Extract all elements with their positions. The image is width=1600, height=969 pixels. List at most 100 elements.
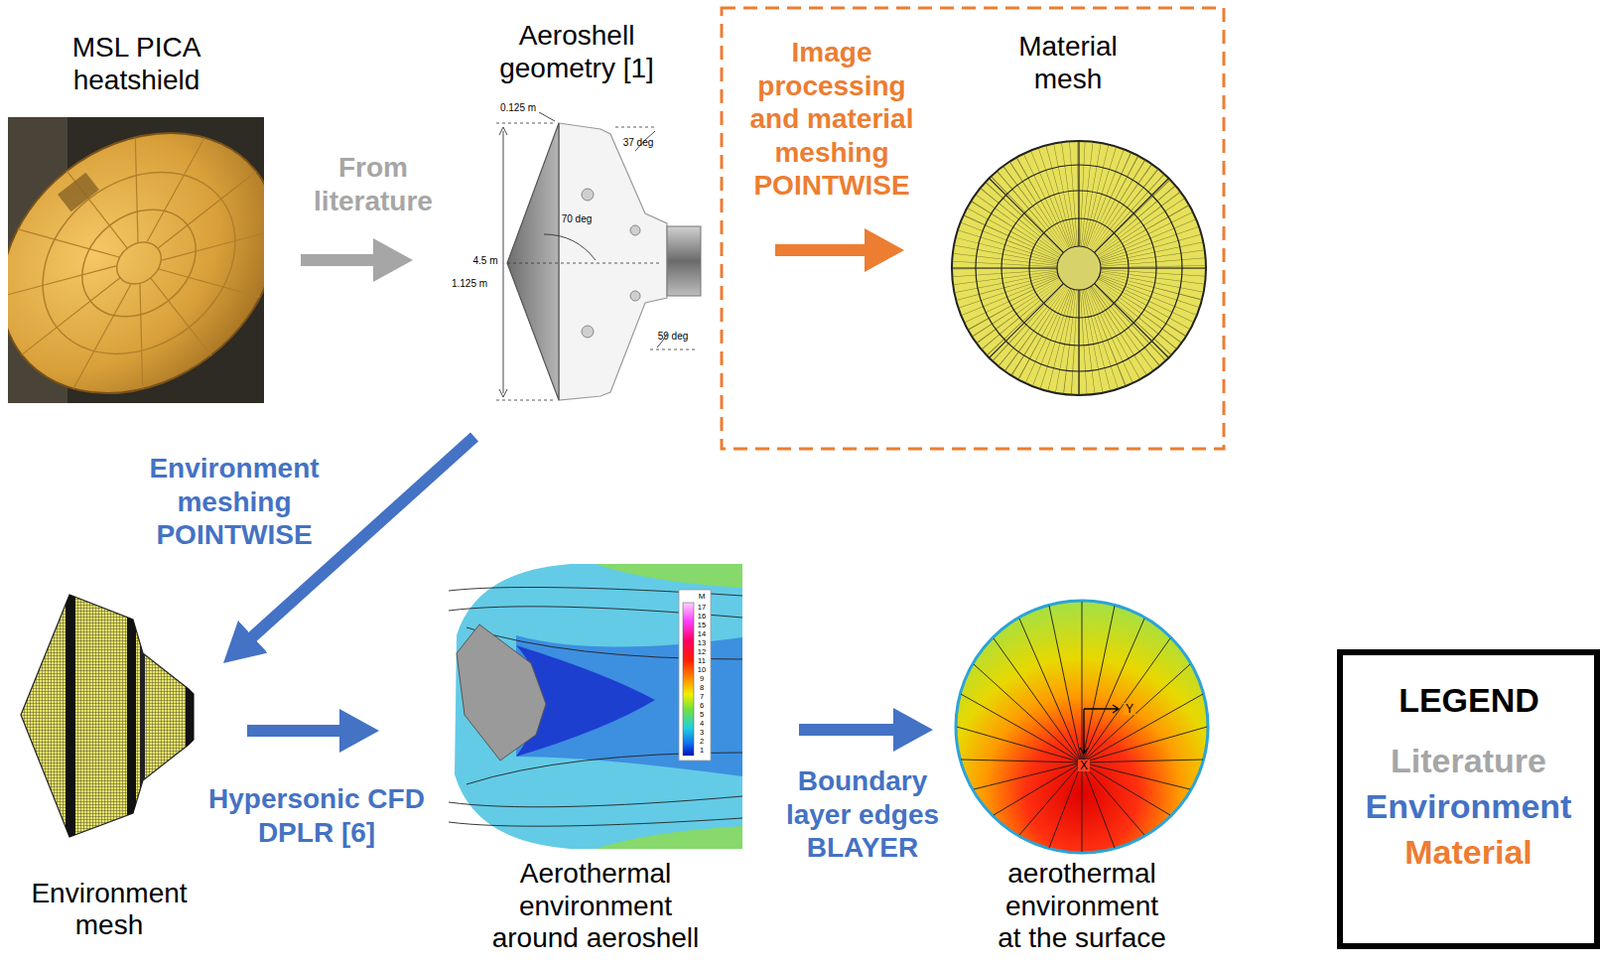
colorbar-tick: 13: [697, 639, 706, 648]
colorbar-title: M: [698, 592, 706, 601]
photo-content: [7, 117, 265, 403]
colorbar-tick: 14: [697, 630, 706, 639]
legend-text: Literature: [1390, 741, 1547, 780]
window: [630, 290, 641, 301]
dimension-label: 0.125 m: [500, 103, 536, 114]
tile-patch: [57, 172, 100, 213]
tile-seams: [7, 117, 265, 403]
mesh-core: [1057, 246, 1101, 290]
arrow-label: From literature: [293, 150, 453, 218]
colorbar: [682, 602, 694, 756]
window: [581, 188, 594, 201]
aeroshell-drawing: [496, 112, 701, 400]
mesh-blocks: [951, 140, 1206, 396]
flow-arrow: [775, 244, 867, 257]
colorbar-tick: 16: [697, 612, 706, 621]
dimension-label: 59 deg: [658, 331, 689, 342]
image-node: Material mesh: [933, 24, 1202, 402]
colorbar-tick: 2: [699, 737, 704, 746]
mesh-band: [127, 605, 136, 824]
heatshield-disc: [7, 117, 265, 403]
cfd-ground: [448, 563, 743, 849]
node-caption: Material mesh: [1006, 30, 1131, 97]
dimension-label: 4.5 m: [472, 256, 498, 267]
legend-text: Material: [1404, 832, 1533, 871]
colorbar-tick: 3: [699, 728, 704, 737]
colorbar-tick: 12: [697, 648, 706, 657]
mesh-ring: [1001, 190, 1157, 346]
mesh-bands: [65, 585, 194, 844]
colorbar-tick: 8: [699, 683, 704, 692]
axis-label: Y: [1123, 702, 1136, 715]
heatshield-cone: [507, 123, 559, 400]
backshell: [558, 123, 667, 400]
arrow-label: Environment meshing POINTWISE: [139, 451, 329, 552]
image-node: Aerothermal environment around aeroshell: [436, 555, 755, 957]
legend-entry: Material: [1342, 829, 1595, 874]
axes: [1079, 704, 1119, 754]
legend-entry: Literature: [1342, 738, 1595, 783]
axis-label: X: [1077, 759, 1090, 772]
cruise-stage: [666, 226, 701, 296]
leader-lines: [538, 112, 667, 348]
capsule: [456, 624, 546, 761]
image-node: Environment mesh: [4, 580, 214, 946]
surface-streamlines: [956, 601, 1207, 852]
colorbar-tick: 5: [699, 710, 704, 719]
mesh-disc: [951, 140, 1206, 396]
arrow-label: Hypersonic CFD DPLR [6]: [200, 782, 434, 849]
dimension-line: [499, 127, 508, 398]
arrow-label: Boundary layer edges BLAYER: [776, 764, 950, 865]
heatshield-photo: [0, 79, 329, 448]
dimension-guides: [496, 123, 697, 400]
flow-arrow: [300, 254, 376, 267]
legend-title: LEGEND: [1398, 682, 1540, 717]
node-caption: Aerothermal environment around aeroshell: [479, 857, 713, 955]
heatshield-face: [7, 117, 265, 403]
cfd-field: [448, 563, 743, 849]
node-caption: Aeroshell geometry [1]: [485, 19, 669, 86]
window: [630, 225, 641, 236]
arrow-label: Image processing and material meshing PO…: [737, 35, 927, 203]
image-node: MSL PICA heatshield: [4, 27, 268, 405]
mesh-band: [185, 684, 194, 750]
colorbar-tick: 11: [697, 657, 706, 666]
colorbar-tick: 15: [697, 621, 706, 630]
mesh-ring: [1029, 218, 1129, 318]
flow-band: [595, 825, 743, 849]
colorbar-tick: 9: [699, 674, 704, 683]
dimension-label: 37 deg: [623, 137, 655, 148]
mesh-body: [20, 594, 194, 837]
dimension-label: 70 deg: [561, 214, 593, 225]
surface-map: [955, 600, 1208, 853]
flow-arrow: [799, 723, 896, 736]
colorbar-tick: 10: [697, 666, 706, 674]
colorbar-ground: [678, 589, 711, 761]
tile-ring: [108, 233, 169, 292]
dimension-label: 1.125 m: [451, 278, 488, 289]
mesh-ring: [975, 164, 1183, 372]
flow-arrow: [247, 724, 342, 737]
colorbar-tick: 1: [699, 746, 704, 755]
mesh-band: [139, 635, 145, 795]
mesh-lines: [951, 140, 1206, 396]
surface-disc: [955, 600, 1208, 853]
environment-mesh: [20, 585, 194, 844]
mesh-band: [65, 585, 76, 844]
colorbar-tick: 7: [699, 692, 704, 701]
node-caption: aerothermal environment at the surface: [993, 857, 1171, 955]
window: [581, 325, 594, 338]
flow-band: [595, 563, 743, 588]
material-group-frame: [721, 7, 1224, 449]
tile-ring: [61, 187, 218, 339]
colorbar-tick: 6: [699, 701, 704, 710]
image-node: aerothermal environment at the surface: [947, 590, 1216, 957]
material-mesh: [951, 140, 1206, 396]
colorbar-tick: 17: [697, 603, 706, 612]
node-caption: MSL PICA heatshield: [59, 31, 214, 98]
streamlines: [448, 586, 743, 826]
legend-text: Environment: [1365, 787, 1573, 825]
legend-entry: Environment: [1342, 784, 1595, 828]
colorbar-tick: 4: [699, 719, 704, 728]
